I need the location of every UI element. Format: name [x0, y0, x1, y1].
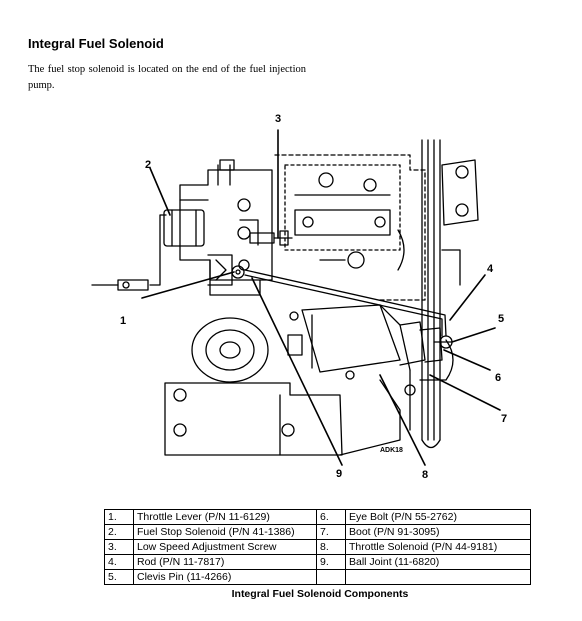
part-description-cell [345, 569, 531, 585]
part-number-cell: 9. [316, 554, 346, 570]
callout-7: 7 [501, 413, 507, 425]
injection-pump-drawing [163, 159, 293, 296]
engine-block-drawing [274, 154, 426, 301]
part-description-cell: Boot (P/N 91-3095) [345, 524, 531, 540]
callout-6: 6 [495, 372, 501, 384]
section-title: Integral Fuel Solenoid [28, 36, 164, 51]
solenoid-diagram: 1 2 3 4 5 6 7 8 9 ADK18 [80, 110, 540, 485]
part-number-cell: 1. [104, 509, 134, 525]
part-number-cell: 2. [104, 524, 134, 540]
bracket-drawing [164, 317, 401, 456]
leader-lines [141, 129, 501, 466]
table-row: 5.Clevis Pin (11-4266) [104, 569, 531, 585]
part-number-cell [316, 569, 346, 585]
table-row: 1.Throttle Lever (P/N 11-6129)6.Eye Bolt… [104, 509, 531, 525]
callout-8: 8 [422, 469, 428, 481]
solenoid-wire-drawing [91, 214, 167, 291]
table-row: 2.Fuel Stop Solenoid (P/N 41-1386)7.Boot… [104, 524, 531, 540]
belt-pulley-drawing [404, 139, 479, 449]
part-number-cell: 8. [316, 539, 346, 555]
callout-1: 1 [120, 315, 126, 327]
part-number-cell: 4. [104, 554, 134, 570]
throttle-solenoid-drawing [287, 304, 443, 380]
callout-9: 9 [336, 468, 342, 480]
part-number-cell: 6. [316, 509, 346, 525]
part-description-cell: Throttle Solenoid (P/N 44-9181) [345, 539, 531, 555]
table-caption: Integral Fuel Solenoid Components [231, 588, 409, 600]
callout-3: 3 [275, 113, 281, 125]
throttle-rod-drawing [244, 269, 453, 349]
part-number-cell: 7. [316, 524, 346, 540]
part-number-cell: 3. [104, 539, 134, 555]
part-description-cell: Clevis Pin (11-4266) [133, 569, 317, 585]
part-description-cell: Rod (P/N 11-7817) [133, 554, 317, 570]
part-description-cell: Fuel Stop Solenoid (P/N 41-1386) [133, 524, 317, 540]
table-row: 4.Rod (P/N 11-7817)9.Ball Joint (11-6820… [104, 554, 531, 570]
callout-4: 4 [487, 263, 494, 275]
part-description-cell: Throttle Lever (P/N 11-6129) [133, 509, 317, 525]
callout-5: 5 [498, 313, 504, 325]
part-number-cell: 5. [104, 569, 134, 585]
intro-paragraph: The fuel stop solenoid is located on the… [28, 64, 306, 91]
part-description-cell: Eye Bolt (P/N 55-2762) [345, 509, 531, 525]
part-description-cell: Ball Joint (11-6820) [345, 554, 531, 570]
part-description-cell: Low Speed Adjustment Screw [133, 539, 317, 555]
callout-2: 2 [145, 159, 151, 171]
figure-code: ADK18 [380, 447, 403, 454]
parts-table: 1.Throttle Lever (P/N 11-6129)6.Eye Bolt… [104, 509, 531, 585]
